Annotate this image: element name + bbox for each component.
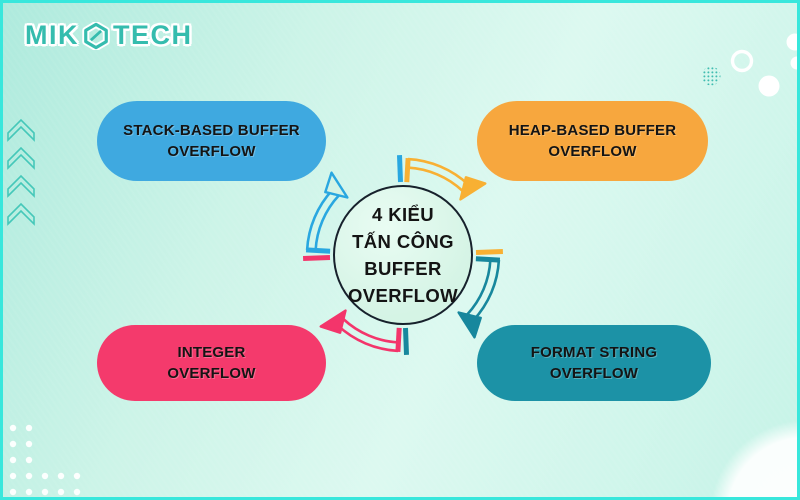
node-label: INTEGER: [177, 344, 246, 361]
white-circle-decoration: [790, 56, 797, 70]
node-heap-based-buffer-overflow: HEAP-BASED BUFFER OVERFLOW: [477, 101, 708, 181]
center-circle: 4 KIỂU TẤN CÔNG BUFFER OVERFLOW: [333, 185, 473, 325]
soft-corner-circle-decoration: [711, 420, 797, 497]
node-label: STACK-BASED BUFFER: [123, 122, 300, 139]
chevron-up-icon: [7, 146, 35, 170]
dot-decoration: [9, 488, 17, 496]
chevron-up-icon: [7, 118, 35, 142]
node-integer-overflow: INTEGER OVERFLOW: [97, 325, 326, 401]
center-title-line: 4 KIỂU: [371, 204, 435, 225]
halftone-circle-decoration: [701, 66, 721, 86]
center-title-line: TẤN CÔNG: [352, 231, 454, 252]
dot-decoration: [41, 472, 49, 480]
dot-decoration: [25, 440, 33, 448]
brand-logo: MIK TECH: [25, 20, 193, 51]
dot-decoration: [9, 424, 17, 432]
corner-circles-decoration: [701, 33, 797, 497]
dot-decoration: [57, 472, 65, 480]
center-title-line: BUFFER: [364, 258, 442, 279]
node-label: OVERFLOW: [548, 143, 637, 160]
dot-decoration: [25, 472, 33, 480]
logo-text-right: TECH: [113, 20, 193, 50]
dot-decoration: [73, 472, 81, 480]
node-label: OVERFLOW: [549, 365, 639, 382]
node-label: FORMAT STRING: [530, 344, 658, 361]
dot-decoration: [9, 472, 17, 480]
dot-decoration: [25, 424, 33, 432]
node-label: HEAP-BASED BUFFER: [508, 122, 677, 139]
arrow-top-right-head-icon: [459, 176, 487, 201]
ring-circle-icon: [730, 49, 754, 73]
white-circle-decoration: [786, 33, 797, 51]
arrow-top-left-head-icon: [324, 171, 349, 199]
arrow-bottom-right-head-icon: [457, 311, 482, 339]
chevron-up-icon: [7, 202, 35, 226]
node-label: OVERFLOW: [167, 143, 256, 160]
node-format-string-overflow: FORMAT STRING OVERFLOW: [477, 325, 711, 401]
chevron-up-icon: [7, 174, 35, 198]
dot-decoration: [25, 488, 33, 496]
dot-decoration: [25, 456, 33, 464]
dot-decoration: [9, 456, 17, 464]
node-stack-based-buffer-overflow: STACK-BASED BUFFER OVERFLOW: [97, 101, 326, 181]
node-label: OVERFLOW: [167, 365, 256, 382]
dot-decoration: [57, 488, 65, 496]
dot-decoration: [9, 440, 17, 448]
center-title-line: OVERFLOW: [347, 285, 459, 306]
arrow-bottom-left-head-icon: [319, 309, 347, 334]
chevron-pattern-icon: [7, 118, 35, 226]
dot-decoration: [41, 488, 49, 496]
dot-decoration: [73, 488, 81, 496]
white-circle-decoration: [758, 75, 780, 97]
logo-text-left: MIK: [25, 20, 79, 50]
dot-grid-decoration: [9, 424, 81, 496]
hexagon-logo-icon: [82, 21, 110, 50]
